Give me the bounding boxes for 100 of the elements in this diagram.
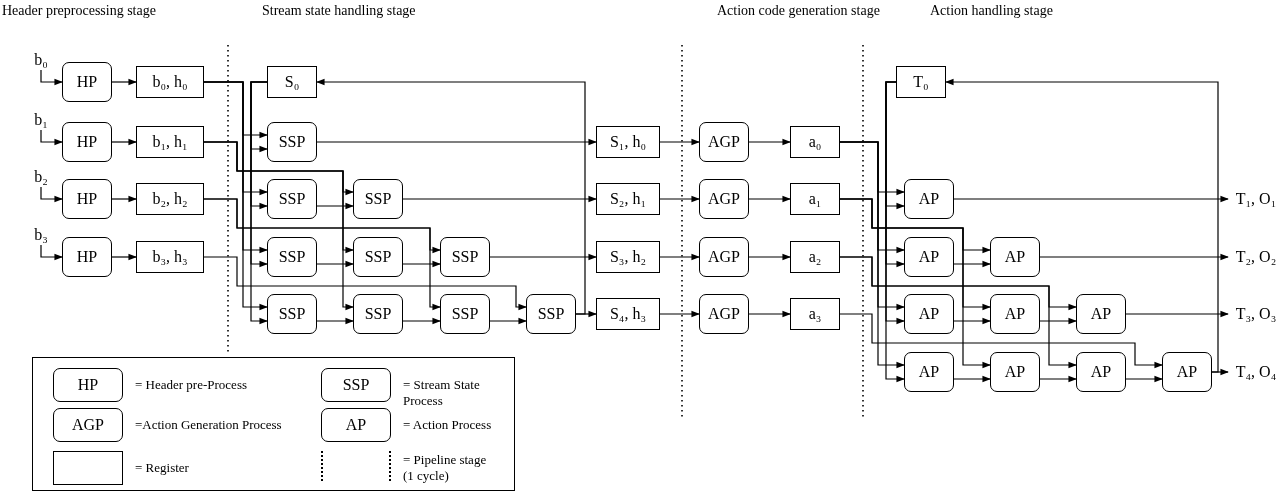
register-box: S₂, h₁ <box>596 183 660 215</box>
arrow <box>489 253 597 261</box>
arrow <box>839 256 1077 369</box>
register-box: S₃, h₂ <box>596 241 660 273</box>
arrow <box>250 81 268 325</box>
legend-text: = Action Process <box>403 417 492 433</box>
legend-text: = Header pre-Process <box>135 377 247 393</box>
arrow <box>402 195 597 203</box>
stage-heading: Stream state handling stage <box>262 3 416 19</box>
legend-text: = Register <box>135 460 189 476</box>
arrow <box>953 375 991 383</box>
register-box: b₂, h₂ <box>136 183 204 215</box>
arrow <box>40 129 63 146</box>
arrow <box>489 317 527 325</box>
arrow <box>839 141 905 369</box>
legend-text: = Pipeline stage (1 cycle) <box>403 452 488 484</box>
process-box: HP <box>62 179 112 219</box>
arrow <box>402 317 441 325</box>
arrow <box>659 310 700 318</box>
register-box: b₀, h₀ <box>136 66 204 98</box>
arrow <box>839 313 1163 369</box>
process-box: AGP <box>699 237 749 277</box>
process-box: SSP <box>267 294 317 334</box>
stage-heading: Header preprocessing stage <box>2 3 156 19</box>
output-label: T₄, O₄ <box>1228 361 1284 383</box>
arrow <box>316 317 354 325</box>
arrow <box>839 198 991 369</box>
register-box: a₃ <box>790 298 840 330</box>
input-label: b₃ <box>31 225 51 245</box>
process-box: SSP <box>526 294 576 334</box>
process-box: SSP <box>353 294 403 334</box>
process-box: AP <box>904 352 954 392</box>
process-box: HP <box>62 122 112 162</box>
arrow <box>316 78 586 315</box>
output-label: T₃, O₃ <box>1228 303 1284 325</box>
arrow <box>945 78 1219 373</box>
legend-text: = Stream State Process <box>403 377 481 409</box>
arrow <box>316 260 354 268</box>
arrow <box>111 195 137 203</box>
process-box: AP <box>904 237 954 277</box>
process-box-sample: AP <box>321 408 391 442</box>
process-box-sample: AGP <box>53 408 123 442</box>
process-box: SSP <box>267 237 317 277</box>
register-box: a₂ <box>790 241 840 273</box>
arrow <box>748 195 791 203</box>
output-label: T₂, O₂ <box>1228 246 1284 268</box>
process-box: AGP <box>699 122 749 162</box>
arrow <box>203 198 441 311</box>
arrow <box>111 253 137 261</box>
process-box: AP <box>1162 352 1212 392</box>
arrow <box>1125 310 1229 318</box>
process-box: AP <box>904 294 954 334</box>
arrow <box>659 195 700 203</box>
arrow <box>40 244 63 261</box>
arrow <box>203 256 527 311</box>
process-box: AP <box>990 237 1040 277</box>
register-box: S₀ <box>267 66 317 98</box>
arrow <box>111 78 137 86</box>
arrow <box>40 69 63 86</box>
arrow <box>953 260 991 268</box>
process-box: AP <box>1076 352 1126 392</box>
register-box: T₀ <box>896 66 946 98</box>
arrow <box>40 186 63 203</box>
register-box: S₄, h₃ <box>596 298 660 330</box>
process-box: AP <box>904 179 954 219</box>
output-label: T₁, O₁ <box>1228 188 1284 210</box>
process-box: AGP <box>699 294 749 334</box>
process-box: AP <box>990 352 1040 392</box>
process-box-sample: HP <box>53 368 123 402</box>
arrow <box>748 253 791 261</box>
stage-heading: Action handling stage <box>930 3 1053 19</box>
arrow <box>659 253 700 261</box>
process-box-sample: SSP <box>321 368 391 402</box>
arrow <box>748 310 791 318</box>
input-label: b₀ <box>31 50 51 70</box>
arrow <box>316 138 597 146</box>
process-box: AP <box>990 294 1040 334</box>
process-box: SSP <box>267 122 317 162</box>
process-box: AP <box>1076 294 1126 334</box>
register-box: b₁, h₁ <box>136 126 204 158</box>
stage-heading: Action code generation stage <box>717 3 880 19</box>
input-label: b₁ <box>31 110 51 130</box>
register-box: a₁ <box>790 183 840 215</box>
arrow <box>402 260 441 268</box>
arrow <box>111 138 137 146</box>
register-box: b₃, h₃ <box>136 241 204 273</box>
process-box: SSP <box>353 179 403 219</box>
arrow <box>1039 253 1229 261</box>
process-box: AGP <box>699 179 749 219</box>
process-box: HP <box>62 62 112 102</box>
legend-text: =Action Generation Process <box>135 417 282 433</box>
arrow <box>953 195 1229 203</box>
process-box: SSP <box>267 179 317 219</box>
register-box: S₁, h₀ <box>596 126 660 158</box>
arrow <box>1039 375 1077 383</box>
arrow <box>316 202 354 210</box>
process-box: SSP <box>440 294 490 334</box>
process-box: SSP <box>353 237 403 277</box>
register-box: a₀ <box>790 126 840 158</box>
arrow <box>885 81 905 383</box>
